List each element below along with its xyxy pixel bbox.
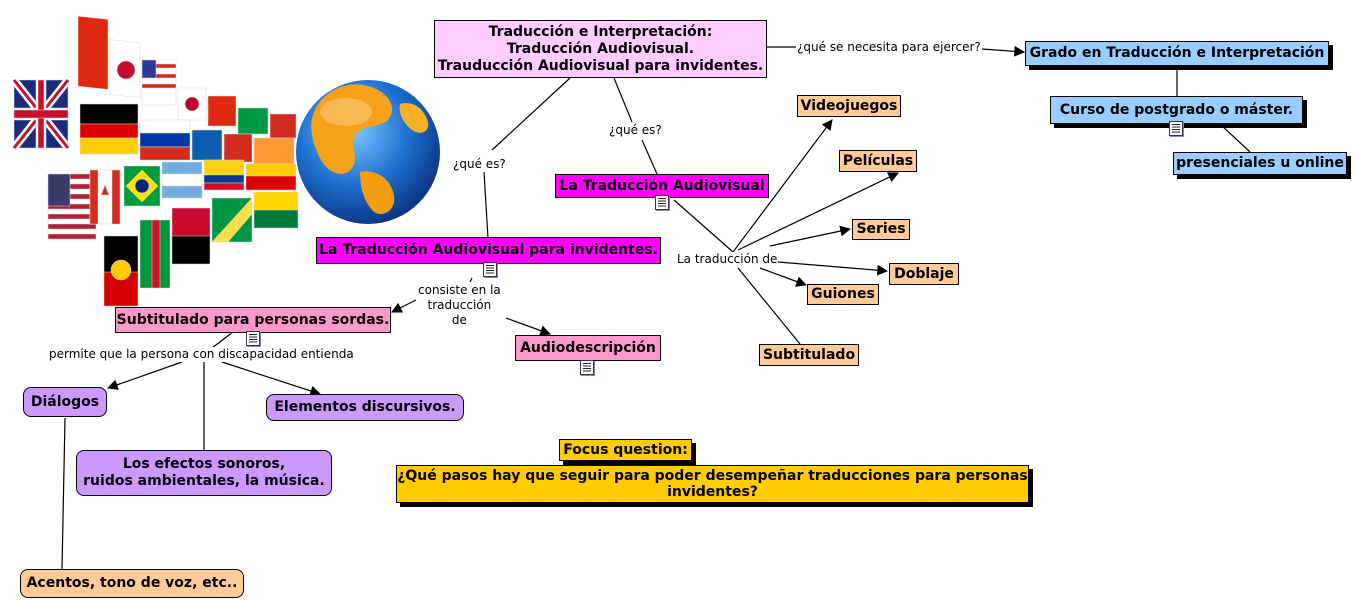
link-label-consiste: consiste en la traducción de [418, 283, 501, 328]
node-main-topic[interactable]: Traducción e Interpretación: Traducción … [434, 20, 767, 78]
node-presenciales[interactable]: presenciales u online [1173, 152, 1347, 175]
link-label-que-es: ¿qué es? [609, 123, 662, 138]
node-dialogos[interactable]: Diálogos [23, 387, 107, 417]
document-icon[interactable] [483, 262, 497, 277]
node-grado[interactable]: Grado en Traducción e Interpretación [1025, 41, 1329, 66]
node-acentos[interactable]: Acentos, tono de voz, etc.. [20, 569, 244, 598]
focus-question: ¿Qué pasos hay que seguir para poder des… [396, 465, 1029, 503]
link-label-permite: permite que la persona con discapacidad … [49, 347, 354, 362]
node-elementos-discursivos[interactable]: Elementos discursivos. [266, 394, 464, 421]
node-subtitulado[interactable]: Subtitulado [759, 344, 859, 366]
node-efectos-sonoros[interactable]: Los efectos sonoros, ruidos ambientales,… [76, 450, 332, 496]
node-videojuegos[interactable]: Videojuegos [797, 95, 901, 117]
focus-question-label: Focus question: [559, 439, 692, 461]
link-label-que-es: ¿qué es? [453, 157, 506, 172]
link-label-traduccion-de: La traducción de [677, 252, 778, 267]
link-label-necesita: ¿qué se necesita para ejercer? [797, 40, 981, 55]
node-audiodescripcion[interactable]: Audiodescripción [515, 335, 661, 361]
document-icon[interactable] [246, 331, 260, 346]
node-doblaje[interactable]: Doblaje [889, 263, 959, 285]
node-guiones[interactable]: Guiones [807, 284, 879, 305]
node-curso[interactable]: Curso de postgrado o máster. [1050, 96, 1303, 124]
document-icon[interactable] [655, 195, 669, 210]
node-traduccion-audiovisual[interactable]: La Traducción Audiovisual [555, 174, 769, 198]
node-subtitulado-sordas[interactable]: Subtitulado para personas sordas. [115, 307, 391, 333]
document-icon[interactable] [1169, 121, 1183, 136]
document-icon[interactable] [580, 360, 594, 375]
globe-flags-image [10, 15, 440, 307]
node-series[interactable]: Series [852, 219, 910, 240]
node-peliculas[interactable]: Películas [839, 150, 917, 172]
node-tav-invidentes[interactable]: La Traducción Audiovisual para invidente… [316, 237, 661, 264]
